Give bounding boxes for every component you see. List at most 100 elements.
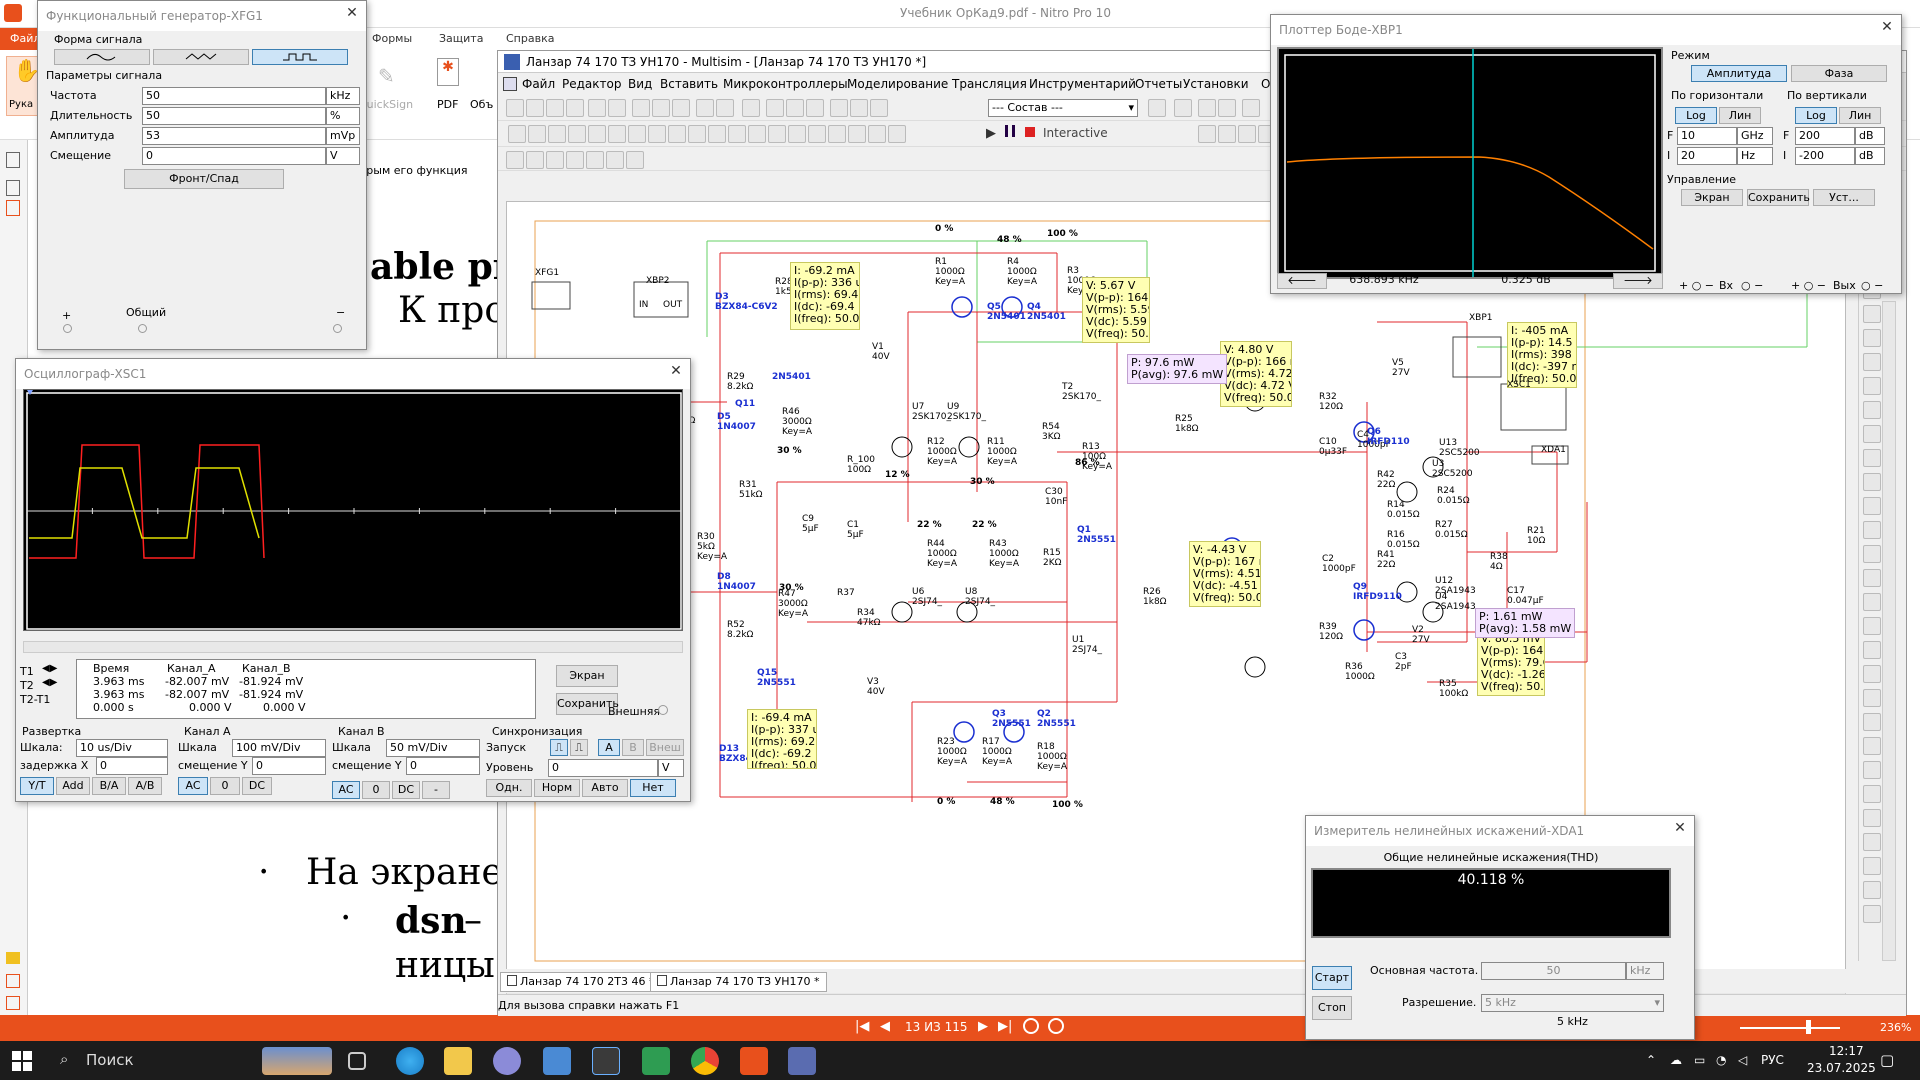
run-sim-icon[interactable]: ▶ (986, 126, 996, 141)
common-terminal[interactable] (138, 324, 147, 333)
minus-terminal[interactable] (333, 324, 342, 333)
toolbar1-btn-8-icon[interactable] (672, 99, 690, 117)
bode-save-button[interactable]: Сохранить (1747, 189, 1810, 206)
out-plus-terminal[interactable]: + ○ − (1791, 279, 1827, 292)
toolbar1-btn-7-icon[interactable] (652, 99, 670, 117)
file-explorer-icon[interactable] (444, 1047, 472, 1075)
windows-start-icon[interactable] (12, 1051, 32, 1071)
rise-fall-button[interactable]: Фронт/Спад (124, 169, 284, 189)
toolbar1-btn-0-icon[interactable] (506, 99, 524, 117)
cursor-left-icon[interactable]: 🡐 (1277, 273, 1327, 289)
transistor-u7-symbol[interactable] (891, 436, 913, 458)
ms-menu-edit[interactable]: Редактор (562, 77, 622, 91)
toolbar3-btn-0-icon[interactable] (506, 151, 524, 169)
palette-instrument-16-icon[interactable] (1863, 593, 1881, 611)
component-q11[interactable]: Q11 (735, 399, 755, 409)
cloud-icon[interactable]: ☁ (1670, 1053, 1682, 1067)
freq-field[interactable]: 50 (142, 87, 326, 105)
palette-instrument-24-icon[interactable] (1863, 785, 1881, 803)
h-final-unit[interactable]: GHz (1737, 127, 1773, 145)
in-minus-terminal[interactable]: ○ − (1741, 279, 1764, 292)
app-icon-2[interactable] (543, 1047, 571, 1075)
palette-instrument-26-icon[interactable] (1863, 833, 1881, 851)
palette-instrument-29-icon[interactable] (1863, 905, 1881, 923)
chrome-icon[interactable] (691, 1047, 719, 1075)
toolbar2-btn-18-icon[interactable] (868, 125, 886, 143)
toolbar1-btn-12-icon[interactable] (766, 99, 784, 117)
interactive-label[interactable]: Interactive (1043, 126, 1108, 140)
xsc1-instrument[interactable] (1500, 383, 1567, 431)
toolbar2b-btn-0-icon[interactable] (1198, 125, 1216, 143)
bode-screen-button[interactable]: Экран (1681, 189, 1743, 206)
toolbar2-btn-11-icon[interactable] (728, 125, 746, 143)
cha-zero-button[interactable]: 0 (210, 777, 240, 795)
transistor-u4-symbol[interactable] (1396, 581, 1418, 603)
palette-instrument-6-icon[interactable] (1863, 353, 1881, 371)
component-r37[interactable]: R37 (837, 588, 855, 598)
palette-instrument-7-icon[interactable] (1863, 377, 1881, 395)
transistor-u1-symbol[interactable] (1244, 656, 1266, 678)
stop-sim-icon[interactable] (1025, 127, 1035, 137)
measurement-probe[interactable]: V: -4.43 V V(p-p): 167 mV V(rms): 4.51 V… (1189, 541, 1261, 607)
toolbar2b-btn-2-icon[interactable] (1238, 125, 1256, 143)
toolbar2-btn-15-icon[interactable] (808, 125, 826, 143)
ba-button[interactable]: B/A (92, 777, 126, 795)
search-icon[interactable]: ⌕ (60, 1050, 69, 1068)
duty-unit[interactable]: % (326, 107, 360, 125)
edge-icon[interactable] (396, 1047, 424, 1075)
xda-titlebar[interactable]: Измеритель нелинейных искажений-XDA1 ✕ (1306, 816, 1694, 846)
osc-external-terminal[interactable] (658, 705, 668, 715)
ab-button[interactable]: A/B (128, 777, 162, 795)
palette-instrument-18-icon[interactable] (1863, 641, 1881, 659)
h-log-button[interactable]: Log (1675, 107, 1717, 124)
hand-tool-button[interactable]: ✋ Рука (6, 56, 40, 116)
pdf-create-icon[interactable]: ✱ (437, 58, 459, 86)
palette-instrument-23-icon[interactable] (1863, 761, 1881, 779)
trigger-level-unit[interactable]: V (658, 759, 684, 777)
toolbar3-btn-2-icon[interactable] (546, 151, 564, 169)
trigger-auto-button[interactable]: Авто (582, 779, 628, 797)
quicksign-icon[interactable]: ✎ (378, 64, 395, 88)
app-icon-3[interactable] (592, 1047, 620, 1075)
timebase-scale-field[interactable]: 10 us/Div (76, 739, 168, 757)
ms-menu-reports[interactable]: Отчеты (1135, 77, 1183, 91)
trigger-a-button[interactable]: A (598, 739, 620, 756)
cha-offset-field[interactable]: 0 (252, 757, 326, 775)
duty-field[interactable]: 50 (142, 107, 326, 125)
toolbar1-btn-9-icon[interactable] (696, 99, 714, 117)
palette-instrument-22-icon[interactable] (1863, 737, 1881, 755)
osc-save-button[interactable]: Сохранить (556, 693, 619, 715)
next-page-icon[interactable]: ▶ (978, 1019, 988, 1034)
measurement-probe[interactable]: I: -69.4 mA I(p-p): 337 uA I(rms): 69.2 … (747, 709, 817, 769)
zoom-level[interactable]: 236% (1880, 1021, 1912, 1034)
toolbar1-btn-14-icon[interactable] (806, 99, 824, 117)
